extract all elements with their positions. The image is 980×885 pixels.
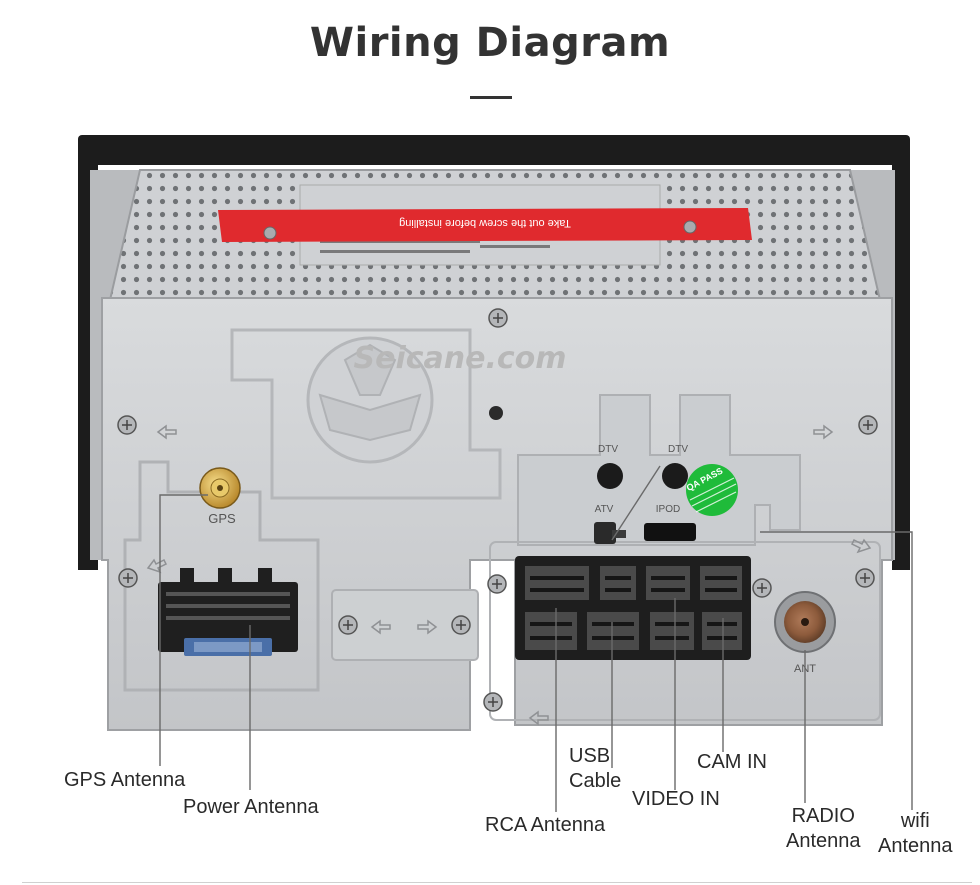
dtv-right-label: DTV [668,444,688,455]
power-harness-connector [158,568,298,656]
usb-cable-callout-line1: USB [569,745,611,767]
atv-label: ATV [595,504,614,515]
title-underline [470,96,512,99]
dtv-atv-ports [594,463,696,544]
brand-watermark: Seicane.com [353,341,566,376]
radio-antenna-callout-line1: RADIO [791,805,855,827]
wifi-antenna-callout: wifi Antenna [878,809,953,859]
callout-leader-lines [159,465,913,812]
page-title: Wiring Diagram [309,20,671,66]
gps-port-label: GPS [208,511,236,526]
av-connector-block [515,556,751,660]
video-in-callout: VIDEO IN [632,788,720,810]
warning-sticker-text: Take out the screw before installing [399,217,571,229]
embossed-arrow-icons [146,424,872,726]
dtv-left-label: DTV [598,444,618,455]
bottom-divider [22,882,972,883]
rca-antenna-callout: RCA Antenna [485,814,606,836]
radio-antenna-jack [774,591,836,653]
ipod-label: IPOD [656,504,680,515]
warning-sticker: Take out the screw before installing [218,208,752,242]
usb-cable-callout-line2: Cable [569,770,622,792]
power-antenna-callout: Power Antenna [183,796,319,818]
wifi-antenna-callout-line1: wifi [900,810,930,832]
gps-antenna-callout: GPS Antenna [64,769,186,791]
wifi-antenna-callout-line2: Antenna [878,835,953,857]
mount-hole [489,406,503,420]
radio-antenna-callout-line2: Antenna [786,830,861,852]
gps-connector [199,467,241,509]
radio-antenna-callout: RADIO Antenna [786,804,861,854]
cam-in-callout: CAM IN [697,751,767,773]
usb-cable-callout: USB Cable [569,744,621,794]
qa-pass-sticker: QA PASS [685,464,738,516]
